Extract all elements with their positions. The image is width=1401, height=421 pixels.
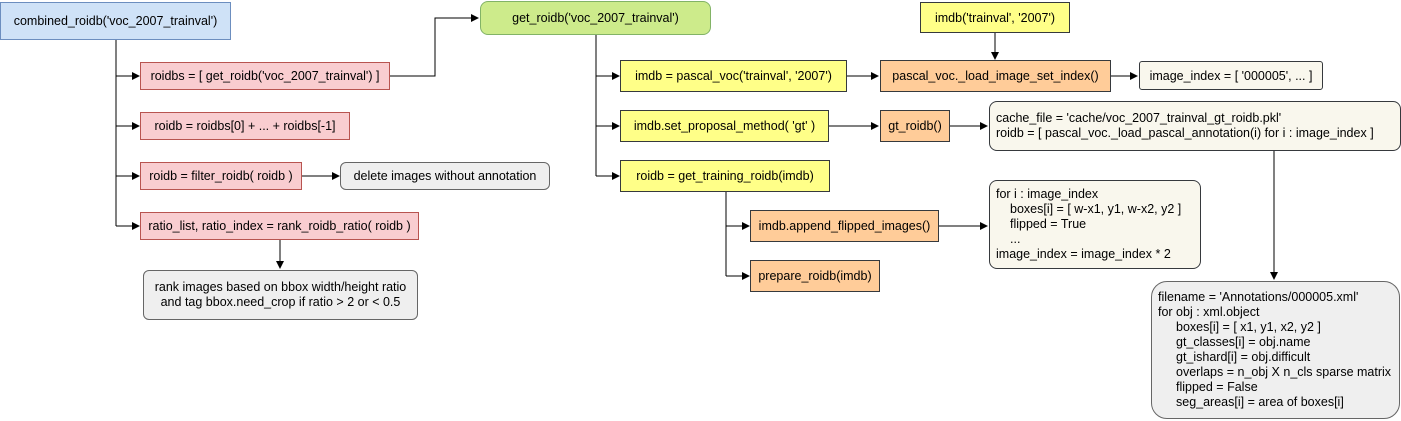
combined-roidb-node: combined_roidb('voc_2007_trainval') bbox=[0, 2, 231, 40]
rank-note-line-1: rank images based on bbox width/height r… bbox=[154, 280, 407, 294]
annot-line-8: seg_areas[i] = area of boxes[i] bbox=[1176, 395, 1344, 409]
pascal-voc-label: imdb = pascal_voc('trainval', '2007') bbox=[635, 69, 832, 83]
cache-line-1: cache_file = 'cache/voc_2007_trainval_gt… bbox=[996, 111, 1282, 125]
rank-note-line-2: and tag bbox.need_crop if ratio > 2 or <… bbox=[160, 295, 401, 309]
flip-line-5: image_index = image_index * 2 bbox=[996, 247, 1171, 261]
roidb-sum-node: roidb = roidbs[0] + ... + roidbs[-1] bbox=[140, 112, 350, 140]
gt-roidb-node: gt_roidb() bbox=[880, 110, 950, 142]
rank-roidb-ratio-node: ratio_list, ratio_index = rank_roidb_rat… bbox=[140, 212, 419, 240]
rank-images-note: rank images based on bbox width/height r… bbox=[143, 270, 418, 320]
append-flipped-images-node: imdb.append_flipped_images() bbox=[750, 210, 939, 242]
roidbs-node: roidbs = [ get_roidb('voc_2007_trainval'… bbox=[140, 62, 390, 90]
annot-line-4: gt_classes[i] = obj.name bbox=[1176, 335, 1311, 349]
roidb-sum-label: roidb = roidbs[0] + ... + roidbs[-1] bbox=[154, 119, 336, 133]
annot-line-6: overlaps = n_obj X n_cls sparse matrix bbox=[1176, 365, 1392, 379]
load-image-set-index-label: pascal_voc._load_image_set_index() bbox=[892, 69, 1099, 83]
annot-line-3: boxes[i] = [ x1, y1, x2, y2 ] bbox=[1176, 320, 1321, 334]
rank-roidb-ratio-label: ratio_list, ratio_index = rank_roidb_rat… bbox=[148, 219, 411, 233]
image-index-note: image_index = [ '000005', ... ] bbox=[1139, 61, 1323, 90]
roidbs-label: roidbs = [ get_roidb('voc_2007_trainval'… bbox=[150, 69, 380, 83]
append-flipped-images-label: imdb.append_flipped_images() bbox=[758, 219, 931, 233]
delete-images-note: delete images without annotation bbox=[340, 162, 550, 190]
load-image-set-index-node: pascal_voc._load_image_set_index() bbox=[880, 60, 1111, 92]
get-roidb-node: get_roidb('voc_2007_trainval') bbox=[480, 1, 711, 35]
annot-line-5: gt_ishard[i] = obj.difficult bbox=[1176, 350, 1311, 364]
prepare-roidb-label: prepare_roidb(imdb) bbox=[758, 269, 872, 283]
prepare-roidb-node: prepare_roidb(imdb) bbox=[750, 260, 880, 292]
flip-line-2: boxes[i] = [ w-x1, y1, w-x2, y2 ] bbox=[1010, 202, 1182, 216]
annot-line-7: flipped = False bbox=[1176, 380, 1258, 394]
annotation-note: filename = 'Annotations/000005.xml' for … bbox=[1151, 281, 1400, 419]
image-index-label: image_index = [ '000005', ... ] bbox=[1149, 68, 1313, 83]
combined-roidb-label: combined_roidb('voc_2007_trainval') bbox=[13, 14, 218, 28]
imdb-top-node: imdb('trainval', '2007') bbox=[920, 2, 1070, 33]
gt-roidb-label: gt_roidb() bbox=[888, 119, 942, 133]
imdb-top-label: imdb('trainval', '2007') bbox=[934, 10, 1055, 25]
cache-line-2: roidb = [ pascal_voc._load_pascal_annota… bbox=[996, 126, 1374, 140]
get-roidb-label: get_roidb('voc_2007_trainval') bbox=[512, 11, 679, 25]
flip-line-3: flipped = True bbox=[1010, 217, 1087, 231]
flipped-images-note: for i : image_index boxes[i] = [ w-x1, y… bbox=[989, 180, 1201, 269]
pascal-voc-node: imdb = pascal_voc('trainval', '2007') bbox=[620, 60, 847, 92]
delete-images-label: delete images without annotation bbox=[353, 169, 537, 183]
filter-roidb-node: roidb = filter_roidb( roidb ) bbox=[140, 162, 302, 190]
annot-line-1: filename = 'Annotations/000005.xml' bbox=[1158, 290, 1359, 304]
get-training-roidb-node: roidb = get_training_roidb(imdb) bbox=[620, 160, 830, 192]
annot-line-2: for obj : xml.object bbox=[1158, 305, 1260, 319]
get-training-roidb-label: roidb = get_training_roidb(imdb) bbox=[636, 169, 814, 183]
flip-line-1: for i : image_index bbox=[996, 187, 1099, 201]
cache-file-note: cache_file = 'cache/voc_2007_trainval_gt… bbox=[989, 101, 1401, 151]
flip-line-4: ... bbox=[1010, 232, 1021, 246]
filter-roidb-label: roidb = filter_roidb( roidb ) bbox=[149, 169, 293, 183]
set-proposal-method-node: imdb.set_proposal_method( 'gt' ) bbox=[620, 110, 829, 142]
set-proposal-method-label: imdb.set_proposal_method( 'gt' ) bbox=[633, 119, 816, 133]
